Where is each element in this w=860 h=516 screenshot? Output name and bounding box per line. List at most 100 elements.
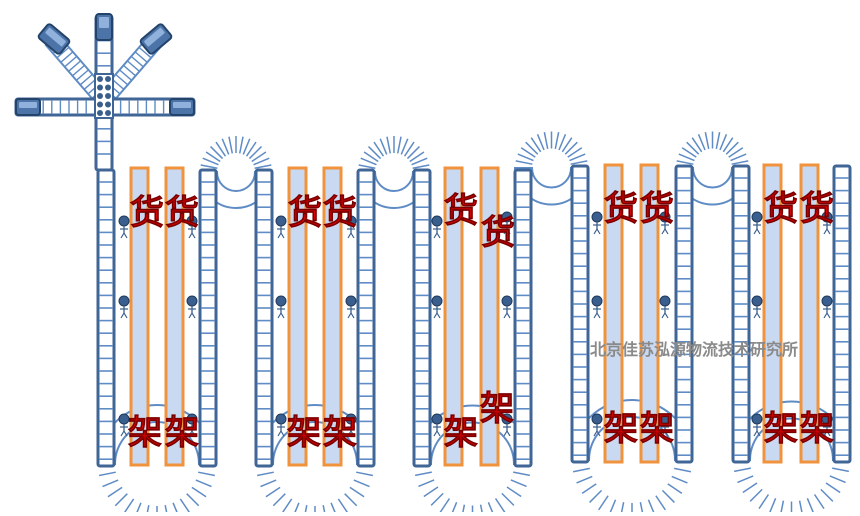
arch-slat: [386, 136, 392, 154]
shelf-rack: [129, 166, 150, 467]
arch-slat: [107, 486, 123, 498]
arch-slat: [725, 141, 739, 155]
worker-leg: [756, 228, 761, 235]
arch-slat: [164, 505, 169, 516]
conveyor-belt: [96, 168, 116, 468]
worker-leg: [661, 228, 666, 235]
junction-roller: [97, 76, 103, 82]
arch-slat: [205, 151, 221, 163]
arch-slat: [186, 493, 200, 507]
worker-leg: [120, 232, 125, 239]
arch-slat: [114, 493, 128, 507]
worker-leg: [661, 430, 666, 437]
arch-slat: [102, 479, 119, 488]
worker-leg: [826, 430, 831, 437]
diagonal-slat: [64, 55, 78, 68]
machine-panel: [144, 27, 165, 47]
junction-roller: [97, 110, 103, 116]
arch-slat: [439, 498, 451, 514]
conveyor-frame: [832, 164, 852, 464]
worker-head: [431, 413, 443, 425]
conveyor-frame: [674, 164, 694, 464]
picker-worker-icon: [118, 215, 130, 239]
worker-leg: [433, 312, 438, 319]
arch-slat: [686, 141, 700, 155]
shelf-label-huo: 货: [444, 191, 478, 231]
machine-panel: [99, 17, 109, 28]
picker-worker-icon: [275, 413, 287, 437]
shelf-label-jia: 架: [800, 409, 834, 449]
diagonal-slat: [79, 73, 93, 86]
arch-slat: [414, 471, 432, 477]
shelf-label-huo: 货: [288, 193, 322, 233]
terminal-machine-icon: [95, 13, 113, 41]
worker-leg: [123, 430, 128, 437]
shelf-label-jia: 架: [323, 413, 357, 453]
arch-slat: [561, 137, 573, 153]
worker-head: [275, 295, 287, 307]
arch-slat: [228, 136, 234, 154]
worker-leg: [823, 312, 828, 319]
diagonal-slat: [130, 55, 144, 68]
shelf-rack: [443, 166, 464, 467]
arch-slat: [400, 138, 409, 155]
arch-slat: [198, 471, 216, 477]
machine-panel: [45, 27, 66, 47]
diagonal-slat: [68, 60, 82, 72]
diagonal-slat: [138, 46, 152, 59]
conveyor-belt: [570, 164, 590, 464]
shelf-label-jia: 架: [764, 409, 798, 449]
conveyor-frame: [254, 168, 274, 468]
sorting-hub: [14, 13, 196, 119]
shelf-label-huo: 货: [764, 189, 798, 229]
arch-slat: [418, 479, 435, 488]
conveyor-belt: [356, 168, 376, 468]
diagonal-slat: [126, 60, 140, 72]
arch-slat: [678, 153, 695, 162]
shelf-label-jia: 架: [165, 413, 199, 453]
worker-head: [431, 295, 443, 307]
worker-leg: [664, 430, 669, 437]
picker-worker-icon: [659, 295, 671, 319]
conveyor-belt: [513, 168, 533, 468]
arch-slat: [272, 493, 286, 507]
arch-slat: [430, 492, 444, 506]
picker-workers: [118, 211, 833, 437]
arch-slat: [210, 146, 224, 160]
diagonal-slat: [60, 51, 74, 63]
arch-slat: [832, 467, 850, 473]
picker-worker-icon: [118, 413, 130, 437]
shelf-rack: [287, 166, 308, 467]
worker-head: [821, 295, 833, 307]
worker-leg: [664, 228, 669, 235]
picker-worker-icon: [186, 295, 198, 319]
picker-worker-icon: [751, 211, 763, 235]
arch-slat: [829, 475, 846, 484]
arch-slat: [647, 499, 656, 516]
worker-leg: [826, 228, 831, 235]
arch-slat: [411, 157, 428, 166]
worker-leg: [350, 232, 355, 239]
worker-leg: [280, 232, 285, 239]
arch-slat: [543, 132, 549, 150]
worker-leg: [120, 312, 125, 319]
shelf-label-huo: 货: [604, 189, 638, 229]
arch-slat: [536, 133, 545, 151]
worker-leg: [753, 228, 758, 235]
arch-slat: [356, 471, 374, 477]
arch-slat: [564, 141, 578, 155]
picker-worker-icon: [591, 295, 603, 319]
terminal-machine-icon: [37, 23, 71, 55]
terminal-machine-icon: [139, 23, 173, 55]
arch-slat: [253, 157, 270, 166]
worker-leg: [593, 228, 598, 235]
arch-slat: [737, 475, 754, 484]
worker-leg: [188, 312, 193, 319]
worker-leg: [753, 430, 758, 437]
junction-roller: [97, 84, 103, 91]
arch-slat: [358, 164, 376, 170]
worker-leg: [188, 430, 193, 437]
worker-leg: [433, 232, 438, 239]
conveyor-belt: [412, 168, 432, 468]
arch-slat: [598, 495, 609, 511]
